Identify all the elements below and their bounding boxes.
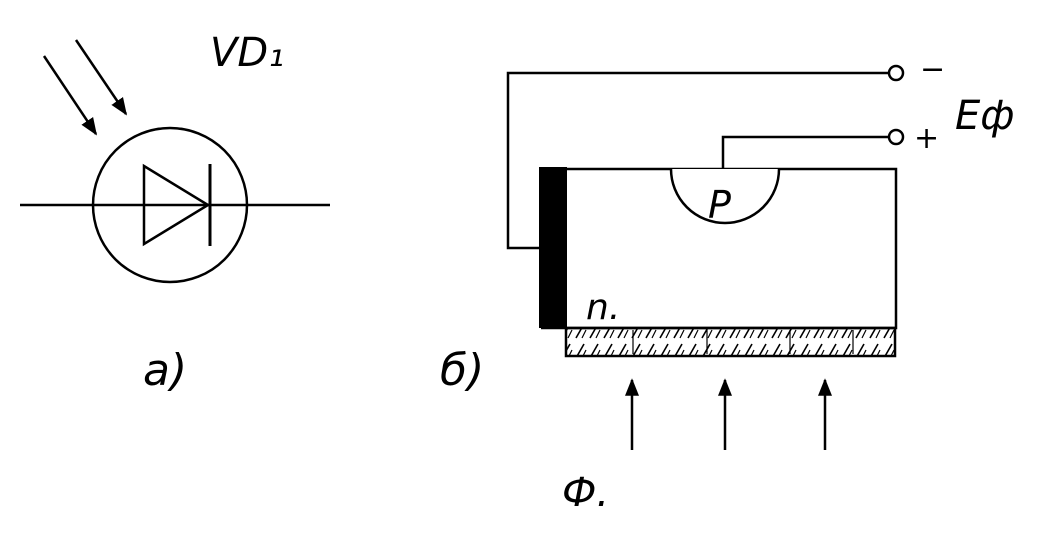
wire-negative: [506, 71, 889, 250]
flux-label: Ф.: [562, 470, 609, 516]
symbol-circle: [91, 126, 249, 284]
terminal-plus-label: +: [914, 121, 939, 156]
caption-b: б): [440, 345, 484, 396]
photodiode-symbol: [20, 39, 330, 284]
component-label: VD₁: [210, 30, 284, 76]
caption-a: а): [143, 345, 187, 396]
wire-positive: [721, 135, 889, 169]
source-label: Eф: [955, 93, 1014, 139]
p-region: [669, 168, 781, 225]
terminal-minus: [887, 64, 905, 82]
terminal-plus: [887, 128, 905, 146]
light-arrow-icon: [42, 55, 98, 136]
window-layer: [564, 326, 897, 358]
metal-contact: [539, 167, 567, 328]
photodiode-structure: [506, 64, 905, 450]
diode-triangle: [142, 163, 211, 247]
terminal-minus-label: −: [920, 52, 945, 87]
n-region-label: n.: [586, 287, 620, 328]
light-arrow-icon: [74, 39, 128, 116]
p-region-label: P: [708, 183, 731, 227]
